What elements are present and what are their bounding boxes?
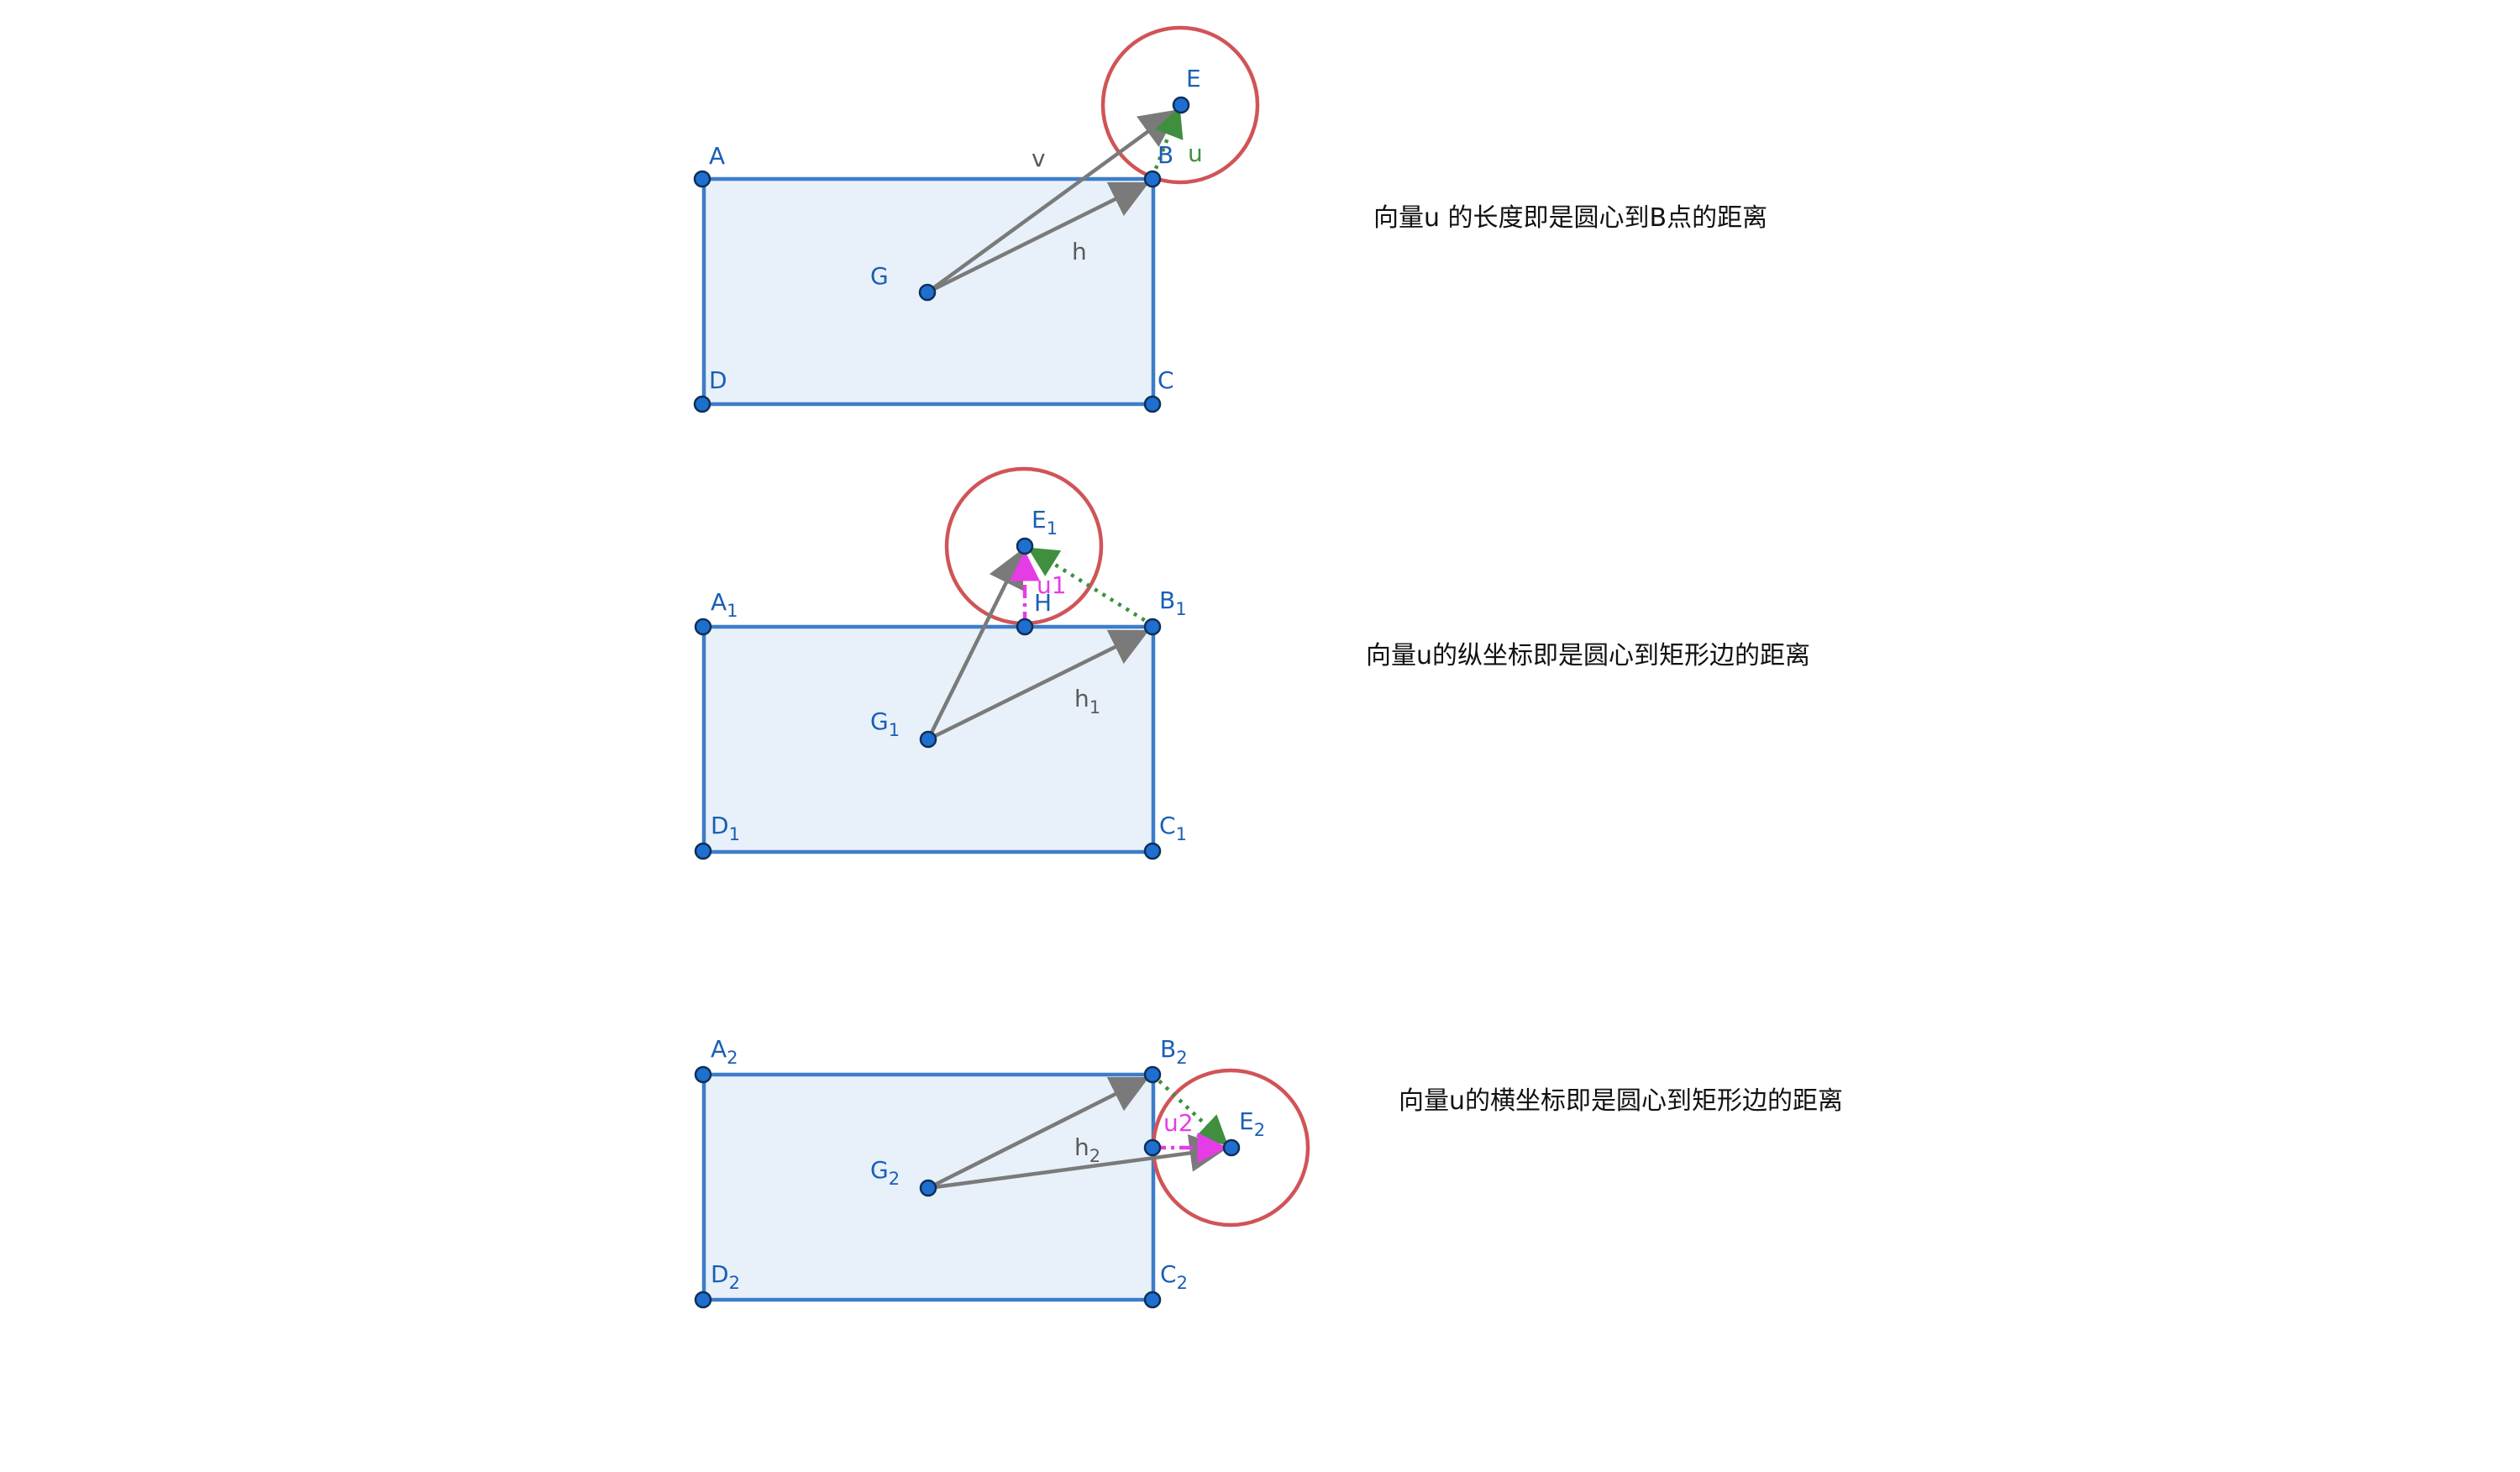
- vector-g2-b2: [927, 1076, 1150, 1191]
- label-g1: G1: [870, 707, 900, 740]
- point-c1[interactable]: [1143, 842, 1162, 860]
- label-e1: E1: [1032, 506, 1058, 539]
- note-vector-y: 向量u的纵坐标即是圆心到矩形边的距离: [1366, 641, 1811, 670]
- label-d1: D1: [711, 812, 740, 844]
- vector-u: [1150, 106, 1184, 178]
- label-h-point: H: [1034, 589, 1052, 617]
- vector-h1: [927, 629, 1150, 742]
- label-e2: E2: [1239, 1107, 1265, 1140]
- label-g: G: [870, 262, 889, 290]
- vector-h2: [927, 1134, 1228, 1191]
- note-vector-length: 向量u 的长度即是圆心到B点的距离: [1373, 203, 1768, 233]
- panel-2: A1 B1 C1 D1 G1 E1 H h1 u1: [694, 466, 1187, 860]
- point-g1[interactable]: [919, 730, 937, 749]
- label-d: D: [709, 366, 727, 394]
- label-b: B: [1158, 141, 1173, 169]
- label-u2: u2: [1163, 1109, 1194, 1137]
- point-h[interactable]: [1016, 618, 1034, 636]
- vector-v: [926, 109, 1179, 294]
- point-b2[interactable]: [1143, 1065, 1162, 1084]
- label-b2: B2: [1160, 1035, 1188, 1068]
- label-v: v: [1032, 145, 1046, 172]
- note-vector-x: 向量u的横坐标即是圆心到矩形边的距离: [1399, 1086, 1844, 1116]
- vector-h: [926, 181, 1150, 295]
- label-e: E: [1186, 65, 1201, 92]
- point-b[interactable]: [1143, 170, 1162, 188]
- point-a2[interactable]: [694, 1065, 712, 1084]
- point-c2[interactable]: [1143, 1291, 1162, 1309]
- circle-e: [1100, 25, 1260, 185]
- label-g2: G2: [870, 1156, 900, 1189]
- label-b1: B1: [1159, 586, 1187, 619]
- panel-1: A B C D G E v h u: [693, 25, 1260, 413]
- point-b1[interactable]: [1143, 618, 1162, 636]
- label-c: C: [1158, 366, 1174, 394]
- vector-g1-e1: [926, 548, 1024, 741]
- label-u: u: [1188, 139, 1203, 167]
- label-u1: u1: [1037, 571, 1067, 599]
- point-d1[interactable]: [694, 842, 712, 860]
- point-a[interactable]: [693, 170, 711, 188]
- point-e1[interactable]: [1016, 537, 1034, 555]
- label-a: A: [709, 142, 725, 170]
- point-g2[interactable]: [919, 1179, 937, 1197]
- point-c[interactable]: [1143, 395, 1162, 413]
- label-c1: C1: [1159, 812, 1187, 844]
- label-d2: D2: [711, 1260, 740, 1293]
- point-e2[interactable]: [1222, 1138, 1241, 1157]
- point-d2[interactable]: [694, 1291, 712, 1309]
- label-h1: h1: [1074, 685, 1100, 718]
- label-h2: h2: [1074, 1133, 1100, 1166]
- label-a2: A2: [711, 1035, 738, 1068]
- point-foot[interactable]: [1143, 1138, 1162, 1157]
- vector-b2-e2: [1151, 1073, 1229, 1147]
- point-d[interactable]: [693, 395, 711, 413]
- point-e[interactable]: [1172, 96, 1190, 114]
- panel-3: A2 B2 C2 D2 G2 E2 h2 u2: [694, 1035, 1310, 1309]
- point-a1[interactable]: [694, 618, 712, 636]
- label-c2: C2: [1160, 1260, 1188, 1293]
- point-g[interactable]: [918, 283, 937, 302]
- label-a1: A1: [711, 588, 738, 621]
- label-h: h: [1072, 238, 1087, 265]
